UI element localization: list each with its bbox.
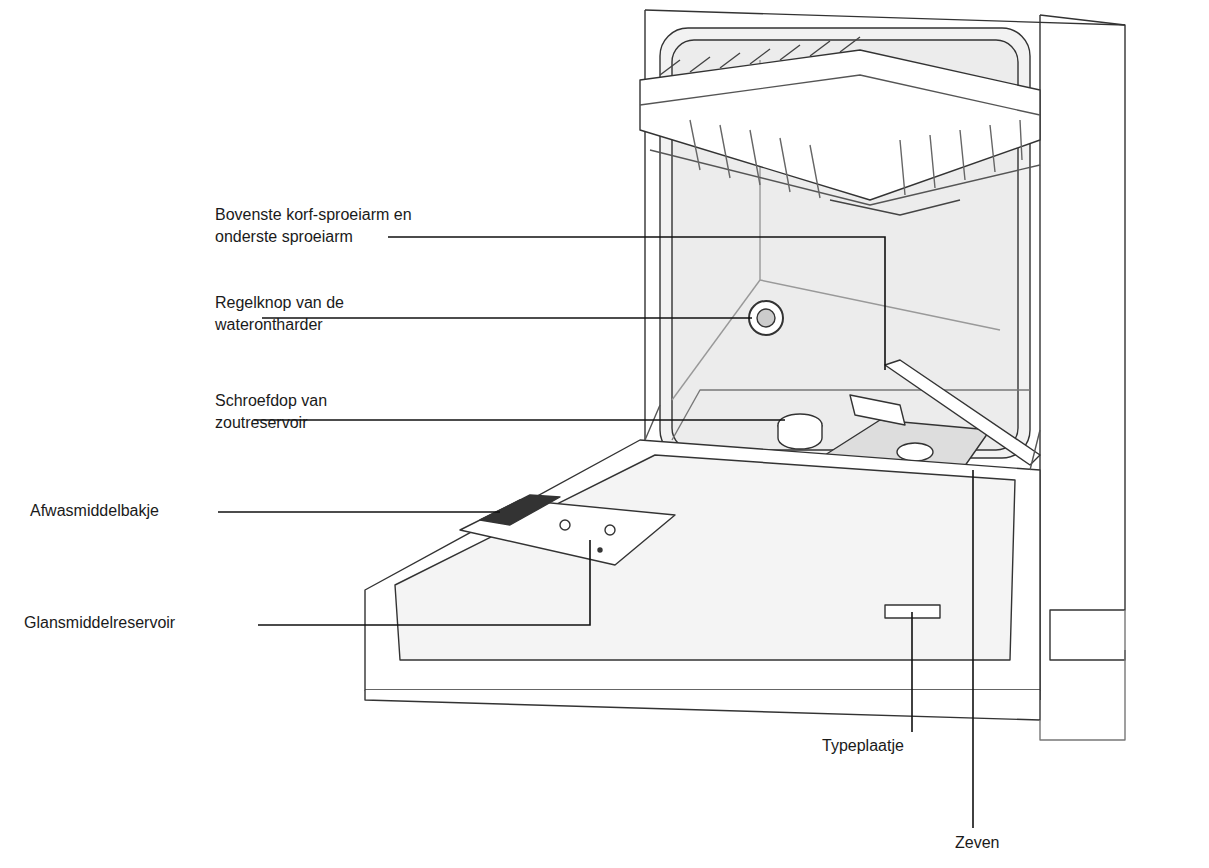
rinse-aid-indicator bbox=[598, 548, 602, 552]
plinth bbox=[1040, 610, 1125, 740]
leader-line bbox=[911, 612, 913, 732]
part-label: Glansmiddelreservoir bbox=[24, 612, 264, 634]
softener-knob-center bbox=[757, 309, 775, 327]
spray-arm-hub bbox=[850, 395, 905, 425]
door-inner bbox=[395, 455, 1015, 660]
part-label: Schroefdop van zoutreservoir bbox=[215, 390, 350, 434]
cabinet-top-edge bbox=[1040, 15, 1125, 25]
part-label: Afwasmiddelbakje bbox=[30, 500, 230, 522]
basket-wire bbox=[640, 75, 1040, 205]
door-edge bbox=[365, 690, 1040, 720]
leader-line bbox=[972, 470, 974, 828]
salt-cap-side bbox=[778, 425, 822, 449]
door-panel bbox=[365, 440, 1040, 690]
leader-line bbox=[254, 419, 785, 421]
part-label: Zeven bbox=[955, 832, 1035, 854]
door-hinge bbox=[645, 405, 1040, 470]
part-label: Typeplaatje bbox=[822, 735, 942, 757]
detergent-cover bbox=[480, 495, 560, 525]
dispenser bbox=[460, 500, 675, 565]
rinse-aid-cap bbox=[605, 525, 615, 535]
upper-basket bbox=[640, 50, 1040, 200]
leader-line bbox=[262, 317, 752, 319]
basket-wires bbox=[690, 120, 1022, 198]
softener-knob bbox=[749, 301, 783, 335]
leader-line bbox=[218, 511, 500, 513]
part-label: Bovenste korf-sproeiarm en onderste spro… bbox=[215, 204, 430, 248]
upper-spray-arm bbox=[830, 200, 960, 215]
dispenser-button bbox=[560, 520, 570, 530]
cabinet-front-left bbox=[644, 10, 645, 440]
part-label: Regelknop van de waterontharder bbox=[215, 292, 365, 336]
lower-spray-arm bbox=[885, 360, 1040, 465]
tub-corner bbox=[672, 280, 760, 400]
basket-prongs bbox=[660, 37, 860, 75]
leader-line bbox=[388, 237, 885, 370]
filter-cylinder bbox=[897, 443, 933, 461]
leader-line bbox=[258, 540, 590, 625]
